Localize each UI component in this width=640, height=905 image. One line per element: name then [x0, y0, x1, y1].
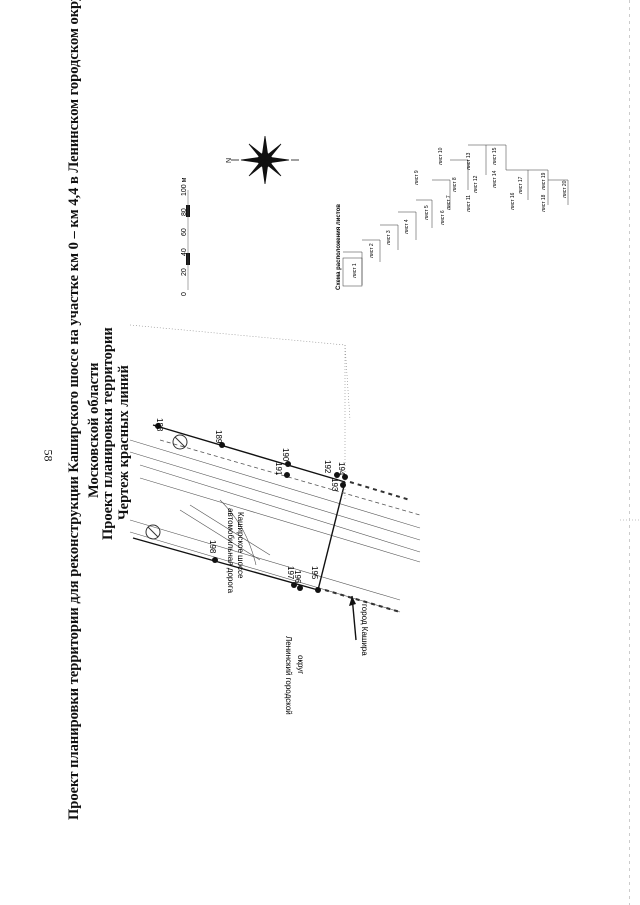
scale-tick-20: 20: [181, 268, 188, 276]
road-map: 188 189 190 191 192 193 194 195 196 197 …: [129, 418, 421, 715]
scale-bar: 0 20 40 60 80 100 м: [181, 177, 190, 296]
sheet-12: лист 12: [473, 175, 479, 193]
direction-label: город Кашира: [360, 604, 369, 656]
sheet-5: лист 5: [424, 205, 430, 220]
scale-tick-100: 100 м: [181, 177, 188, 196]
scale-tick-80: 80: [181, 208, 188, 216]
sheet-6: лист 6: [440, 210, 446, 225]
sheet-18: лист 18: [541, 194, 547, 212]
point-192: 192: [323, 460, 332, 474]
sheet-8: лист 8: [452, 177, 458, 192]
sheet-20: лист 20: [562, 180, 568, 198]
district-label-2: округ: [296, 655, 305, 674]
point-194: 194: [337, 462, 346, 476]
point-198: 198: [208, 540, 217, 554]
sheet-7: лист 7: [446, 195, 452, 210]
sheet-16: лист 16: [510, 192, 516, 210]
sheet-19: лист 19: [541, 172, 547, 190]
page-edge: [629, 0, 630, 905]
sheet-17: лист 17: [518, 176, 524, 194]
compass-north-label: N: [226, 158, 233, 163]
sheet-4: лист 4: [404, 219, 410, 234]
sheet-11: лист 11: [466, 195, 472, 212]
road-name-label: Каширское шоссе: [236, 512, 245, 579]
scale-tick-0: 0: [181, 292, 188, 296]
point-196: 196: [293, 570, 302, 584]
scale-tick-60: 60: [181, 228, 188, 236]
sheet-scheme-title: Схема расположения листов: [336, 204, 342, 290]
point-197: 197: [286, 566, 295, 580]
sheet-15: лист 15: [492, 147, 498, 165]
point-190: 190: [281, 448, 290, 462]
point-188: 188: [155, 418, 164, 432]
sheet-2: лист 2: [369, 243, 375, 258]
district-label: Ленинский городской: [284, 636, 293, 715]
point-195: 195: [310, 566, 319, 580]
sheet-3: лист 3: [386, 230, 392, 245]
sheet-13: лист 13: [466, 152, 472, 170]
boundary-lines: [129, 324, 640, 521]
sheet-1: лист 1: [352, 263, 358, 278]
direction-arrow-icon: [349, 595, 357, 641]
point-193: 193: [330, 478, 339, 492]
scale-tick-40: 40: [181, 248, 188, 256]
sheet-10: лист 10: [438, 147, 444, 165]
sheet-scheme: Схема расположения листов лист 1 лист 2 …: [336, 144, 569, 290]
compass-rose-icon: N: [226, 135, 299, 185]
road-label: автомобильная дорога: [226, 508, 235, 594]
point-189: 189: [214, 430, 223, 444]
point-191: 191: [274, 462, 283, 476]
sheet-9: лист 9: [414, 170, 420, 185]
sheet-14: лист 14: [492, 170, 498, 188]
